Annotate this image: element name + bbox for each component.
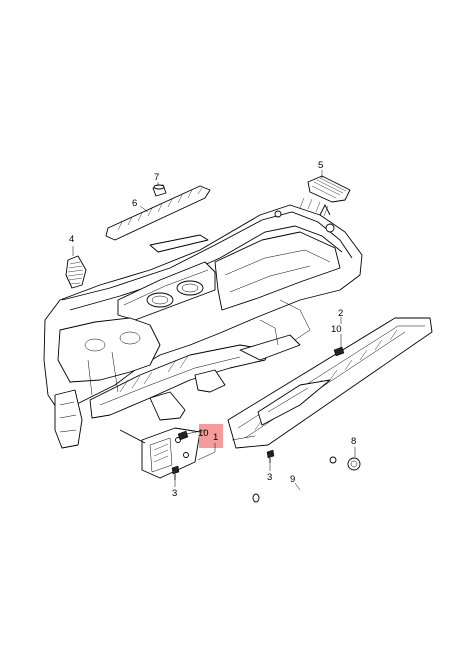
callout-3-right: 3 bbox=[267, 472, 272, 483]
part-3-screw-right bbox=[266, 449, 275, 463]
callout-6: 6 bbox=[132, 198, 137, 209]
part-7-sensor bbox=[152, 184, 167, 197]
callout-4: 4 bbox=[69, 234, 74, 245]
part-5-right-vent bbox=[307, 175, 351, 203]
part-4-left-vent bbox=[65, 255, 87, 289]
callout-3-left: 3 bbox=[172, 488, 177, 499]
part-6-defroster-grille bbox=[105, 185, 211, 241]
dashboard-assembly bbox=[43, 197, 363, 449]
callout-10-lower: 10 bbox=[198, 428, 209, 439]
part-10-clip-lower bbox=[177, 430, 189, 441]
part-10-clip-upper bbox=[333, 346, 345, 357]
callout-2: 2 bbox=[338, 308, 343, 319]
callout-8: 8 bbox=[351, 436, 356, 447]
highlight-box-part-1 bbox=[199, 424, 223, 448]
callout-1: 1 bbox=[213, 432, 218, 443]
callout-7: 7 bbox=[154, 172, 159, 183]
callout-9: 9 bbox=[290, 474, 295, 485]
part-2-lower-trim-panel bbox=[227, 317, 433, 449]
callout-10-upper: 10 bbox=[331, 324, 342, 335]
callout-5: 5 bbox=[318, 160, 323, 171]
leader-lines bbox=[72, 170, 356, 491]
part-9-hose bbox=[252, 456, 337, 503]
part-3-screw-left bbox=[171, 465, 180, 480]
part-1-bracket bbox=[119, 427, 201, 479]
part-8-grommet bbox=[347, 457, 361, 471]
